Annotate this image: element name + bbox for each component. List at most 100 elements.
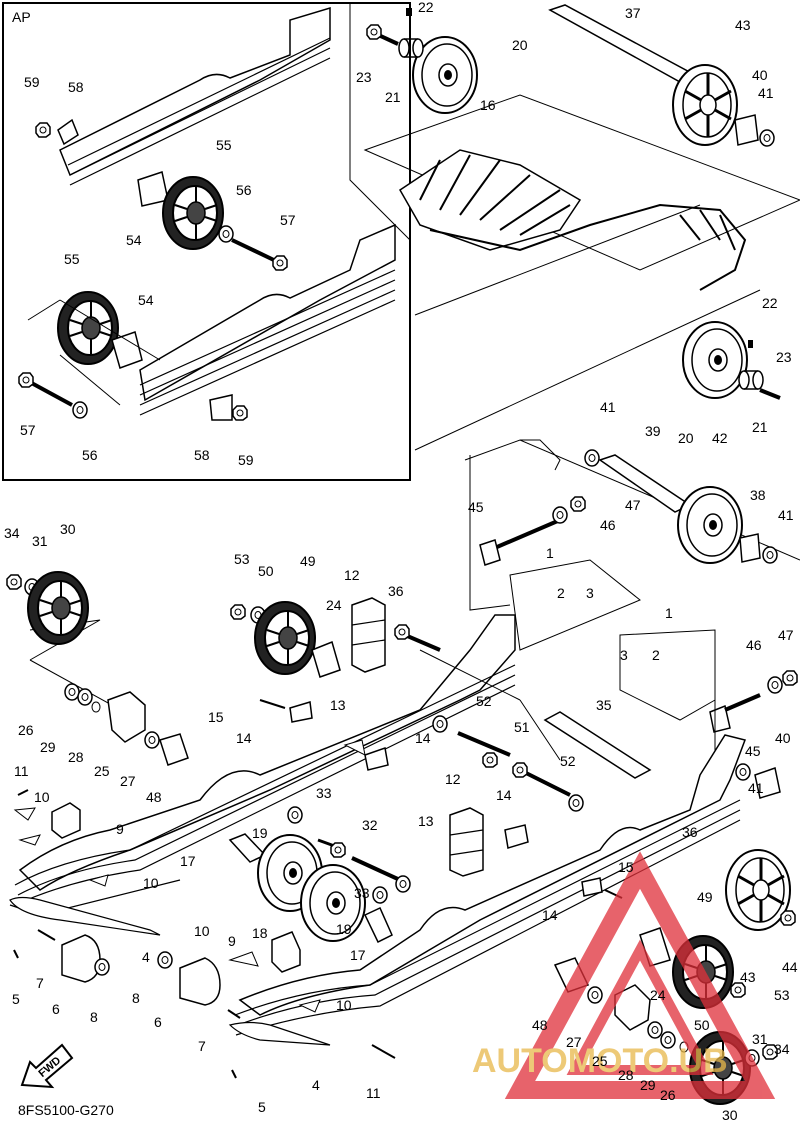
part-label-46b: 46 <box>746 637 762 653</box>
part-label-59a: 59 <box>24 74 40 90</box>
part-label-29a: 29 <box>40 739 56 755</box>
part-label-58a: 58 <box>68 79 84 95</box>
part-label-7a: 7 <box>36 975 44 991</box>
part-label-35: 35 <box>596 697 612 713</box>
part-label-14b: 14 <box>415 730 431 746</box>
part-label-40b: 40 <box>775 730 791 746</box>
part-label-33a: 33 <box>316 785 332 801</box>
part-label-4b: 4 <box>312 1077 320 1093</box>
part-label-31a: 31 <box>32 533 48 549</box>
part-label-29b: 29 <box>640 1077 656 1093</box>
part-label-12a: 12 <box>344 567 360 583</box>
inset-panel <box>2 2 411 481</box>
part-label-36b: 36 <box>388 583 404 599</box>
part-label-3b: 3 <box>620 647 628 663</box>
part-label-38: 38 <box>750 487 766 503</box>
part-label-52b: 52 <box>560 753 576 769</box>
part-label-34b: 34 <box>774 1041 790 1057</box>
part-label-5a: 5 <box>12 991 20 1007</box>
part-label-19a: 19 <box>252 825 268 841</box>
rear-axle-section <box>464 439 800 800</box>
part-label-43a: 43 <box>735 17 751 33</box>
part-label-40a: 40 <box>752 67 768 83</box>
part-label-25a: 25 <box>94 763 110 779</box>
part-label-24b: 24 <box>650 987 666 1003</box>
part-label-36a: 36 <box>682 824 698 840</box>
part-label-8b: 8 <box>132 990 140 1006</box>
part-label-17a: 17 <box>180 853 196 869</box>
part-label-21b: 21 <box>752 419 768 435</box>
part-label-14a: 14 <box>236 730 252 746</box>
part-label-16: 16 <box>480 97 496 113</box>
part-label-45b: 45 <box>745 743 761 759</box>
part-label-41d: 41 <box>748 780 764 796</box>
part-label-10c: 10 <box>194 923 210 939</box>
part-label-22a: 22 <box>418 0 434 15</box>
part-label-13b: 13 <box>418 813 434 829</box>
part-label-27b: 27 <box>566 1034 582 1050</box>
part-label-54b: 54 <box>138 292 154 308</box>
part-label-49a: 49 <box>300 553 316 569</box>
track-assembly <box>363 4 800 451</box>
part-label-1a: 1 <box>546 545 554 561</box>
part-label-30b: 30 <box>722 1107 738 1123</box>
part-label-41a: 41 <box>758 85 774 101</box>
part-label-42: 42 <box>712 430 728 446</box>
part-label-11b: 11 <box>366 1085 381 1101</box>
diagram-code: 8FS5100-G270 <box>18 1102 114 1118</box>
part-label-53b: 53 <box>774 987 790 1003</box>
part-label-59b: 59 <box>238 452 254 468</box>
part-label-20a: 20 <box>512 37 528 53</box>
part-label-15b: 15 <box>618 859 634 875</box>
part-label-6b: 6 <box>154 1014 162 1030</box>
part-label-46a: 46 <box>600 517 616 533</box>
part-label-25b: 25 <box>592 1053 608 1069</box>
part-label-56a: 56 <box>236 182 252 198</box>
part-label-50b: 50 <box>694 1017 710 1033</box>
part-label-47b: 47 <box>778 627 794 643</box>
part-label-55b: 55 <box>64 251 80 267</box>
part-label-47a: 47 <box>625 497 641 513</box>
part-label-53a: 53 <box>234 551 250 567</box>
part-label-45a: 45 <box>468 499 484 515</box>
part-label-57a: 57 <box>280 212 296 228</box>
part-label-9a: 9 <box>116 821 124 837</box>
part-label-10b: 10 <box>143 875 159 891</box>
part-label-9b: 9 <box>228 933 236 949</box>
part-label-41c: 41 <box>778 507 794 523</box>
part-label-10d: 10 <box>336 997 352 1013</box>
left-side-parts <box>6 571 396 1079</box>
part-label-5b: 5 <box>258 1099 266 1115</box>
part-label-19b: 19 <box>336 921 352 937</box>
part-label-22b: 22 <box>762 295 778 311</box>
part-label-26a: 26 <box>18 722 34 738</box>
part-label-30a: 30 <box>60 521 76 537</box>
watermark-logo: AUTOMOTO.UB <box>472 851 776 1099</box>
part-label-31b: 31 <box>752 1031 768 1047</box>
part-label-6a: 6 <box>52 1001 60 1017</box>
part-label-14c: 14 <box>496 787 512 803</box>
center-parts <box>230 597 623 942</box>
part-label-8a: 8 <box>90 1009 98 1025</box>
part-label-15a: 15 <box>208 709 224 725</box>
part-label-7b: 7 <box>198 1038 206 1054</box>
part-label-27a: 27 <box>120 773 136 789</box>
part-label-11a: 11 <box>14 763 29 779</box>
inset-label: AP <box>12 9 31 25</box>
fwd-arrow-icon: FWD <box>20 1043 74 1089</box>
part-label-44: 44 <box>782 959 798 975</box>
part-label-51: 51 <box>514 719 530 735</box>
part-label-26b: 26 <box>660 1087 676 1103</box>
part-label-20b: 20 <box>678 430 694 446</box>
part-label-48b: 48 <box>532 1017 548 1033</box>
part-label-1b: 1 <box>665 605 673 621</box>
part-label-50a: 50 <box>258 563 274 579</box>
part-label-2b: 2 <box>652 647 660 663</box>
watermark-text: AUTOMOTO.UB <box>472 1042 728 1080</box>
part-label-24a: 24 <box>326 597 342 613</box>
part-label-10a: 10 <box>34 789 50 805</box>
part-label-43b: 43 <box>740 969 756 985</box>
part-label-34a: 34 <box>4 525 20 541</box>
